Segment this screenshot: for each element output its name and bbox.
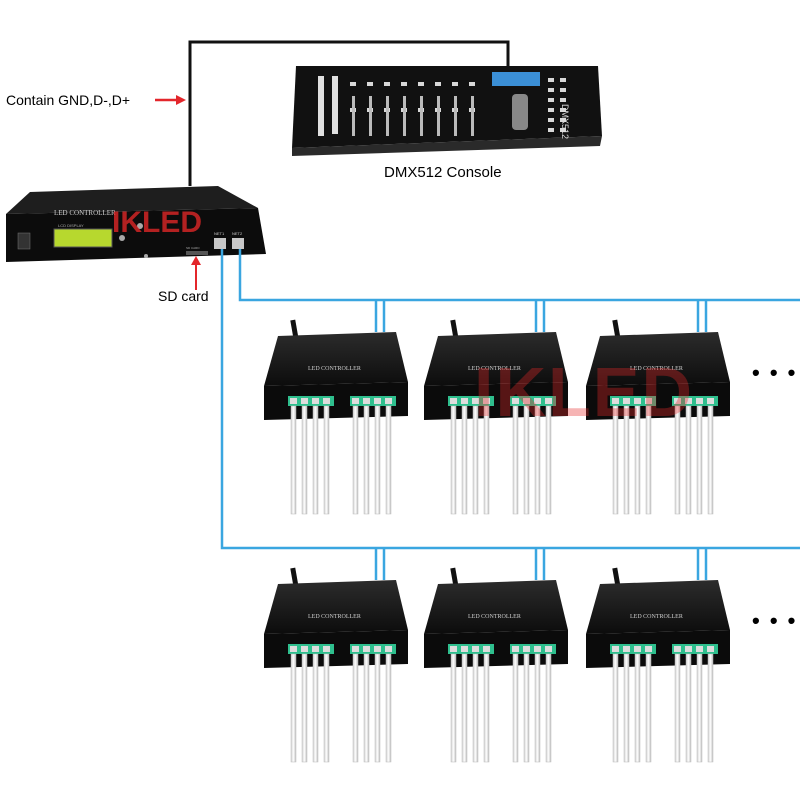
led-strip: [634, 405, 641, 515]
led-strip: [374, 653, 381, 763]
led-strip: [461, 653, 468, 763]
led-strip: [696, 653, 703, 763]
continuation-dots-row2: • • •: [752, 608, 798, 633]
led-strip: [323, 653, 330, 763]
led-strip: [645, 653, 652, 763]
console-fader-bank: [318, 76, 338, 136]
led-strip: [323, 405, 330, 515]
led-strip: [483, 653, 490, 763]
led-strip: [312, 405, 319, 515]
led-strip: [696, 405, 703, 515]
led-strip: [634, 653, 641, 763]
console-brand: DMX512: [560, 104, 570, 139]
master-panel-title: LED CONTROLLER: [54, 209, 116, 217]
led-strip: [290, 653, 297, 763]
sd-card-label: SD card: [158, 288, 209, 304]
slave-controller: LED CONTROLLER: [586, 567, 730, 763]
led-strip: [534, 653, 541, 763]
led-strip: [545, 653, 552, 763]
console-buttons: [350, 78, 566, 136]
slave-panel-title: LED CONTROLLER: [468, 366, 521, 372]
slave-panel-title: LED CONTROLLER: [630, 366, 683, 372]
lcd-display: [53, 228, 113, 248]
led-strip: [623, 653, 630, 763]
led-strip: [472, 405, 479, 515]
continuation-dots-row1: • • •: [752, 360, 798, 385]
arrow-icon: [155, 95, 186, 105]
led-strip: [512, 405, 519, 515]
sd-slot-label: SD CARD: [186, 246, 200, 250]
led-strip: [674, 405, 681, 515]
net1-label: NET1: [214, 231, 225, 236]
led-strip: [290, 405, 297, 515]
led-strip: [674, 653, 681, 763]
led-strip: [483, 405, 490, 515]
lcd-label: LCD DISPLAY: [58, 223, 84, 228]
console-caption: DMX512 Console: [384, 164, 502, 181]
led-strip: [523, 405, 530, 515]
slave-controllers: LED CONTROLLER LED CONTROLLER LED CONTROLL…: [264, 319, 730, 763]
led-strip: [352, 653, 359, 763]
led-strip: [450, 405, 457, 515]
net2-port: [232, 238, 244, 249]
led-strip: [385, 405, 392, 515]
power-switch: [17, 232, 31, 250]
led-strip: [623, 405, 630, 515]
led-strip: [545, 405, 552, 515]
slave-panel-title: LED CONTROLLER: [630, 614, 683, 620]
led-strip: [363, 653, 370, 763]
network-cables: [220, 249, 800, 580]
led-strip: [707, 405, 714, 515]
led-strip: [374, 405, 381, 515]
led-strip: [612, 653, 619, 763]
slave-controller: LED CONTROLLER: [424, 319, 568, 515]
led-strip: [352, 405, 359, 515]
led-strip: [301, 405, 308, 515]
slave-controller: LED CONTROLLER: [264, 567, 408, 763]
led-strip: [685, 653, 692, 763]
wire-note: Contain GND,D-,D+: [6, 92, 131, 108]
console-display: [492, 72, 540, 86]
led-strip: [685, 405, 692, 515]
slave-controller: LED CONTROLLER: [586, 319, 730, 515]
watermark-large: IKLED: [474, 353, 694, 431]
net1-port: [214, 238, 226, 249]
led-strip: [534, 405, 541, 515]
master-controller: LED CONTROLLER LCD DISPLAY SD CARD NET1 …: [6, 186, 266, 262]
led-strip: [301, 653, 308, 763]
dmx512-console: DMX512: [292, 66, 602, 156]
led-strip: [312, 653, 319, 763]
led-strip: [645, 405, 652, 515]
slave-panel-title: LED CONTROLLER: [308, 366, 361, 372]
net2-label: NET2: [232, 231, 243, 236]
led-strip: [523, 653, 530, 763]
slave-controller: LED CONTROLLER: [424, 567, 568, 763]
led-strip: [707, 653, 714, 763]
sd-card-slot: [186, 251, 208, 255]
sd-card-arrow-icon: [191, 256, 201, 290]
led-strip: [385, 653, 392, 763]
slave-panel-title: LED CONTROLLER: [468, 614, 521, 620]
led-strip: [450, 653, 457, 763]
led-strip: [461, 405, 468, 515]
slave-panel-title: LED CONTROLLER: [308, 614, 361, 620]
led-strip: [472, 653, 479, 763]
slave-controller: LED CONTROLLER: [264, 319, 408, 515]
led-strip: [612, 405, 619, 515]
dmx-cable: [188, 40, 510, 186]
led-strip: [363, 405, 370, 515]
led-strip: [512, 653, 519, 763]
watermark-small: IKLED: [112, 206, 202, 239]
